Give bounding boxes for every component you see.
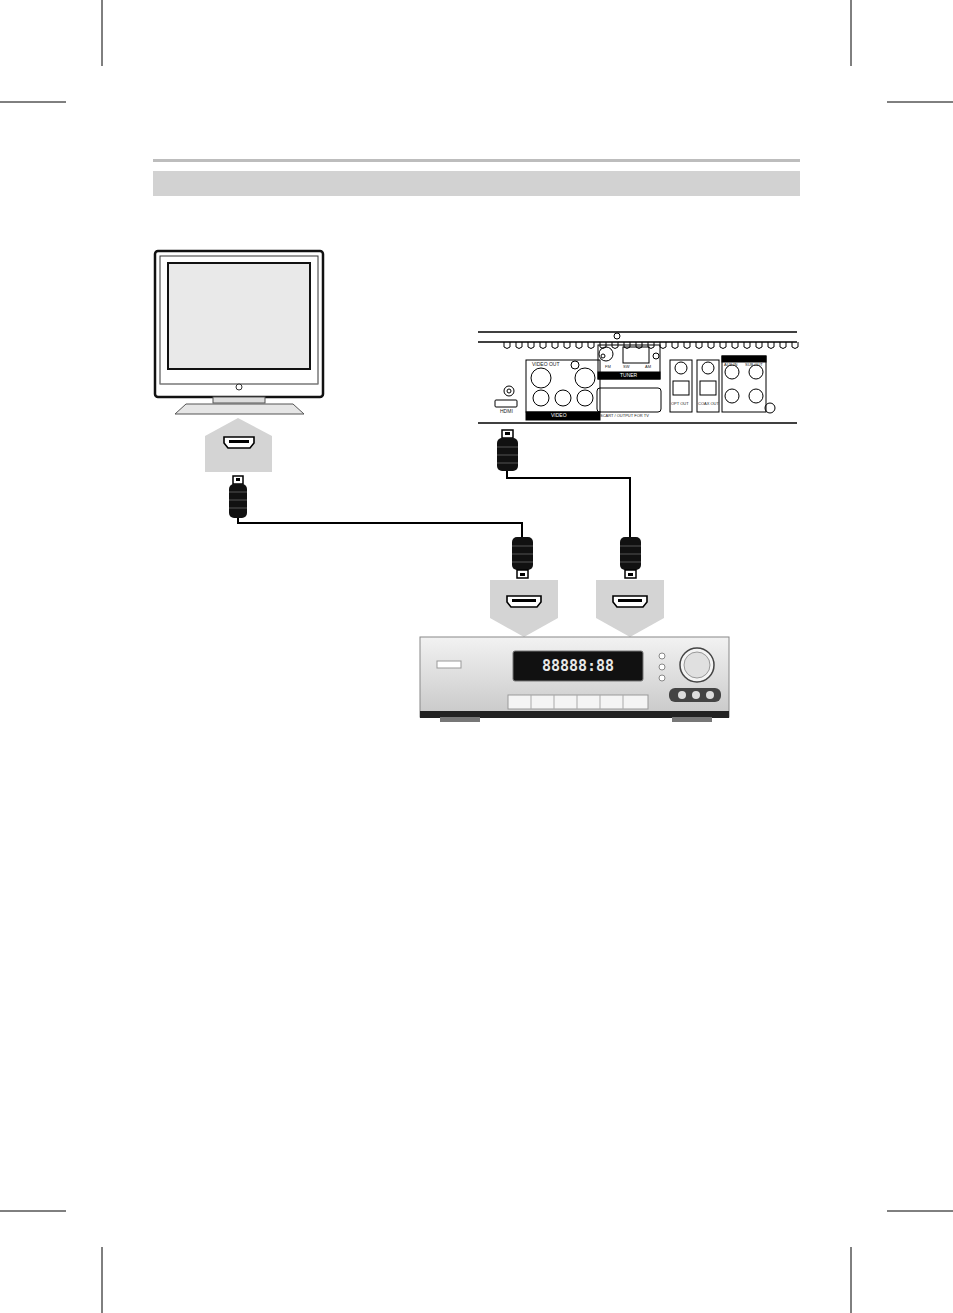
terminal-label: AM (645, 365, 651, 369)
jack-label: VIDEO OUT (532, 362, 560, 367)
hdmi-port-callout (205, 418, 272, 472)
connector-label: SCART / OUTPUT FOR TV (600, 414, 649, 418)
terminal-label: SW (623, 365, 629, 369)
jack-label: SUB OUT (745, 363, 763, 367)
jack-label: OPT OUT (671, 402, 689, 406)
hdmi-cable (497, 430, 641, 578)
hdmi-port-callout (596, 580, 664, 637)
display-digits: 88888:88 (542, 659, 614, 674)
tv (155, 251, 323, 414)
jack-label: AUX IN (724, 363, 737, 367)
jack-label: COAX OUT (698, 402, 719, 406)
header-bar (153, 171, 800, 196)
terminal-label: FM (605, 365, 611, 369)
dvd-back-panel (478, 332, 798, 423)
hdmi-port-callout (490, 580, 558, 637)
section-label: TUNER (620, 373, 637, 378)
hdmi-cable (229, 476, 533, 578)
header-rule (153, 159, 800, 162)
av-receiver (420, 637, 729, 722)
port-label: HDMI (500, 409, 513, 414)
section-label: VIDEO (551, 413, 567, 418)
